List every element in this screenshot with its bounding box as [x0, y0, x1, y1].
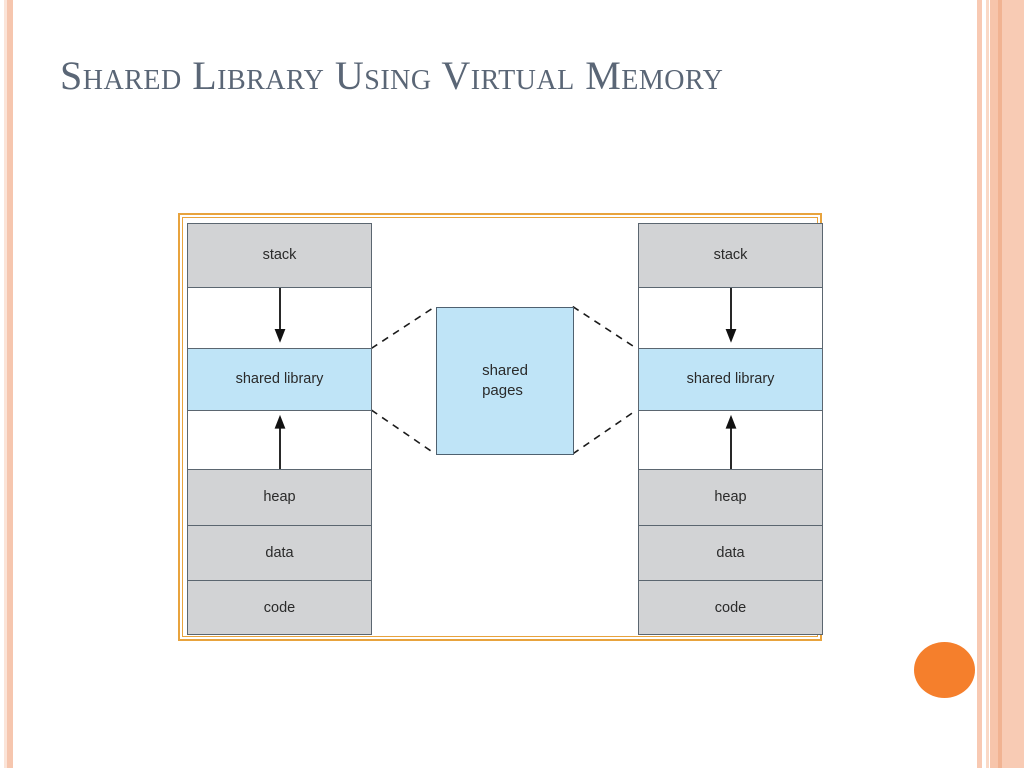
segment-gap-stack-growth-right	[638, 286, 823, 349]
arrow-up-icon	[721, 411, 741, 470]
segment-gap-heap-growth-left	[187, 409, 372, 470]
segment-data-right: data	[638, 524, 823, 581]
arrow-up-icon	[270, 411, 290, 470]
segment-shared-library-right: shared library	[638, 348, 823, 410]
right-edge-stripe-3	[990, 0, 998, 768]
segment-stack-left: stack	[187, 223, 372, 287]
arrow-down-icon	[270, 287, 290, 349]
segment-code-right: code	[638, 580, 823, 635]
shared-pages-box: shared pages	[436, 307, 574, 455]
segment-label: shared library	[686, 371, 775, 388]
segment-heap-left: heap	[187, 469, 372, 525]
right-edge-stripe-5	[1002, 0, 1024, 768]
arrow-down-icon	[721, 287, 741, 349]
segment-label: code	[714, 599, 747, 616]
right-edge-stripe-1	[977, 0, 982, 768]
orange-circle-accent	[914, 642, 975, 698]
page-title: Shared Library Using Virtual Memory	[60, 53, 724, 98]
process-2-address-space: stack shared library	[638, 223, 823, 635]
segment-code-left: code	[187, 580, 372, 635]
left-edge-stripe-outer	[7, 0, 13, 768]
right-edge-stripe-4	[998, 0, 1002, 768]
segment-data-left: data	[187, 524, 372, 581]
segment-label: shared library	[235, 371, 324, 388]
right-edge-stripe-2	[986, 0, 989, 768]
diagram-frame: stack shared library	[178, 213, 823, 641]
segment-label: data	[716, 545, 745, 562]
segment-heap-right: heap	[638, 469, 823, 525]
left-edge-stripe-inner	[4, 0, 7, 768]
diagram-canvas: stack shared library	[182, 217, 823, 637]
segment-label: data	[265, 545, 294, 562]
segment-gap-stack-growth-left	[187, 286, 372, 349]
segment-stack-right: stack	[638, 223, 823, 287]
shared-pages-label: shared pages	[482, 362, 528, 399]
segment-label: stack	[713, 247, 748, 264]
segment-label: heap	[263, 489, 296, 506]
segment-label: heap	[714, 489, 747, 506]
segment-shared-library-left: shared library	[187, 348, 372, 410]
segment-gap-heap-growth-right	[638, 409, 823, 470]
segment-label: code	[263, 599, 296, 616]
segment-label: stack	[262, 247, 297, 264]
process-1-address-space: stack shared library	[187, 223, 372, 635]
